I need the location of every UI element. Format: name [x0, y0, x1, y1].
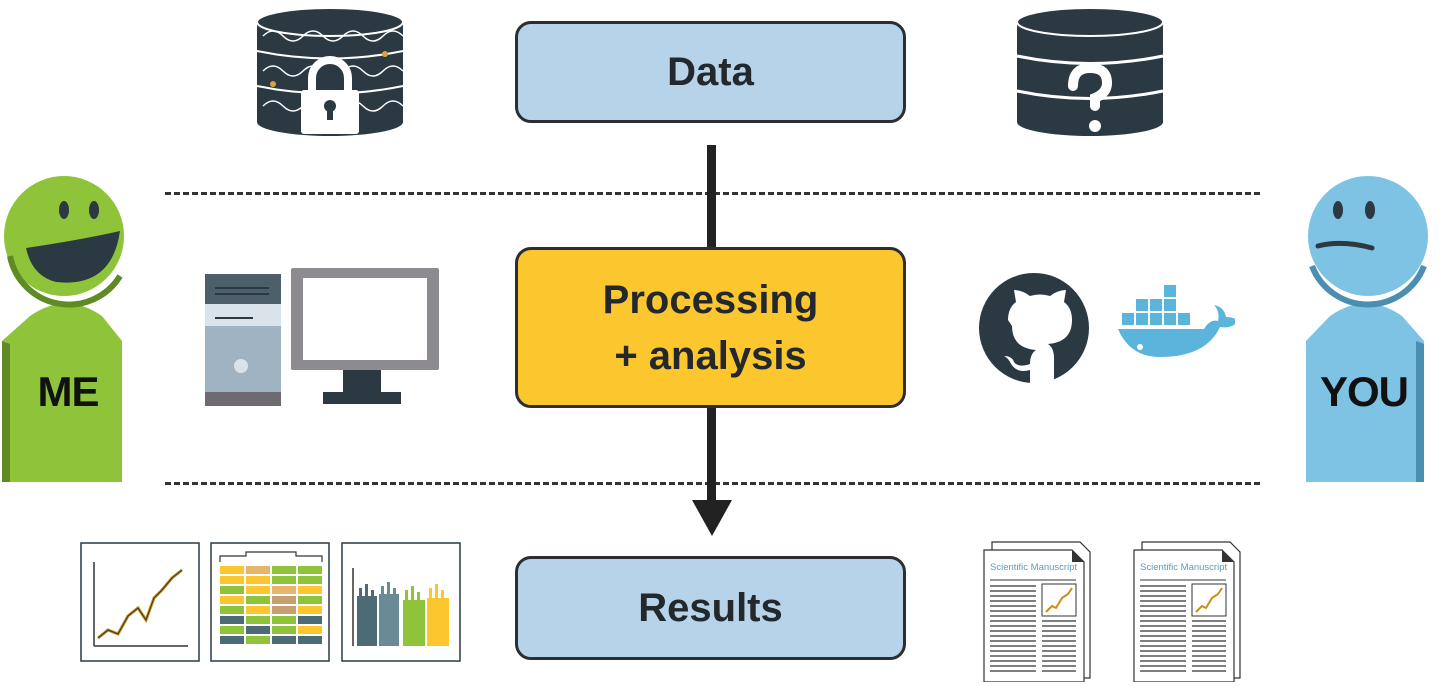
database-question-icon — [1016, 7, 1164, 136]
processing-label-line2: + analysis — [614, 333, 807, 378]
line-chart-icon — [80, 542, 200, 662]
you-label: YOU — [1319, 368, 1409, 415]
database-lock-icon — [256, 7, 404, 136]
me-label: ME — [37, 368, 100, 415]
data-box: Data — [515, 21, 906, 123]
data-label: Data — [667, 49, 754, 94]
processing-label-line1: Processing — [602, 277, 819, 322]
computer-icon — [205, 268, 439, 406]
manuscript-title: Scientific Manuscript — [990, 562, 1078, 573]
results-box: Results — [515, 556, 906, 660]
results-label: Results — [638, 585, 783, 630]
processing-box: Processing + analysis — [515, 247, 906, 408]
manuscript-icon: Scientific Manuscript — [1130, 540, 1245, 682]
github-icon — [979, 273, 1089, 384]
me-person — [2, 176, 124, 482]
you-person — [1306, 176, 1428, 482]
table-icon — [210, 542, 330, 662]
flow-arrow — [692, 145, 732, 536]
manuscript-title: Scientific Manuscript — [1140, 562, 1228, 573]
bar-chart-icon — [341, 542, 461, 662]
manuscript-icon: Scientific Manuscript — [980, 540, 1095, 682]
docker-icon — [1112, 285, 1235, 357]
